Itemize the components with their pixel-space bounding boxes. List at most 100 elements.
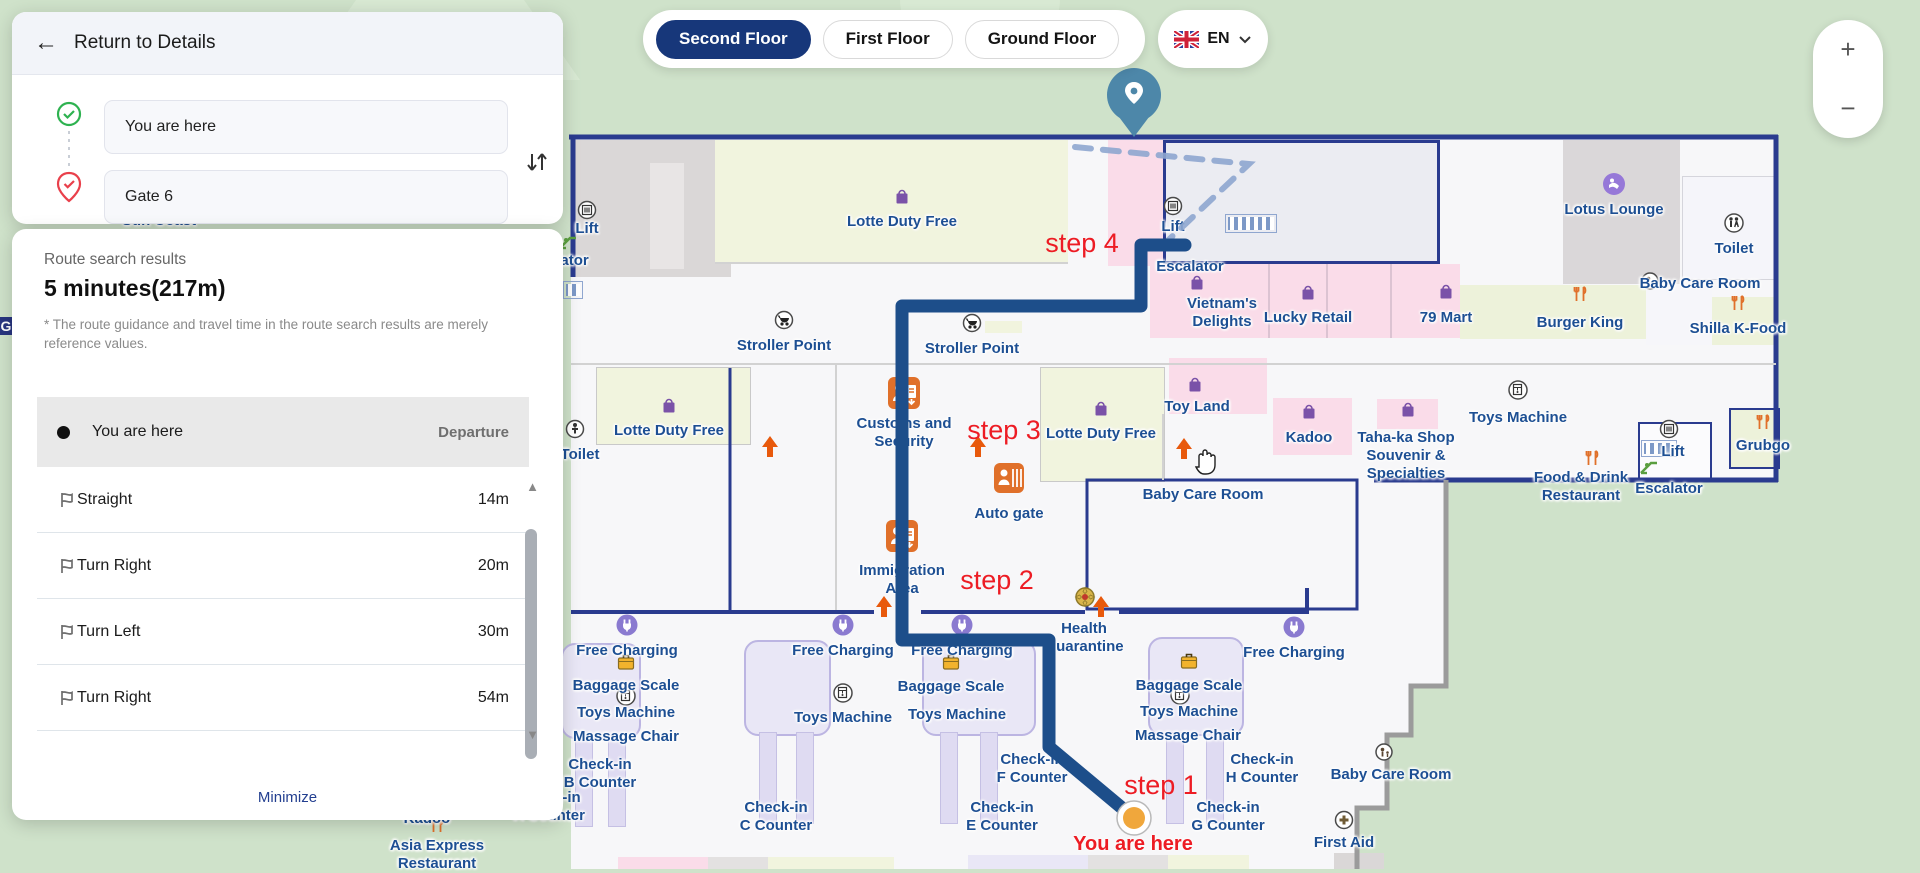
toys-machine-right[interactable]: Toys Machine bbox=[1139, 703, 1239, 720]
food-drink-restaurant[interactable]: Food & Drink Restaurant bbox=[1533, 469, 1629, 504]
lotus-lounge[interactable]: Lotus Lounge bbox=[1564, 201, 1664, 218]
zoom-in-button[interactable]: + bbox=[1840, 34, 1856, 64]
language-code: EN bbox=[1207, 30, 1230, 47]
free-charging-4[interactable]: Free Charging bbox=[1243, 644, 1345, 661]
free-charging-1[interactable]: Free Charging bbox=[576, 642, 678, 659]
toys-machine-m1[interactable]: Toys Machine bbox=[793, 709, 893, 726]
floor-tab-ground-floor[interactable]: Ground Floor bbox=[964, 19, 1120, 59]
baby-care-room-topright[interactable]: Baby Care Room bbox=[1639, 275, 1761, 292]
customs-and-security[interactable]: Customs and Security bbox=[856, 415, 952, 450]
route-results-panel: Route search results 5 minutes(217m) * T… bbox=[12, 229, 563, 820]
you-are-here-dot-icon bbox=[1123, 807, 1145, 829]
taha-ka-shop[interactable]: Taha-ka Shop Souvenir & Specialties bbox=[1357, 429, 1455, 482]
toys-machine-m2[interactable]: Toys Machine bbox=[907, 706, 1007, 723]
baggage-scale-left[interactable]: Baggage Scale bbox=[572, 677, 680, 694]
immigration-area[interactable]: Immigration Area bbox=[859, 562, 945, 597]
burger-king[interactable]: Burger King bbox=[1536, 314, 1624, 331]
baby-care-room-bottom[interactable]: Baby Care Room bbox=[1330, 766, 1452, 783]
lucky-retail[interactable]: Lucky Retail bbox=[1263, 309, 1353, 326]
check-in-e-counter[interactable]: Check-in E Counter bbox=[966, 799, 1038, 834]
lift-left-label[interactable]: Lift bbox=[575, 220, 599, 237]
back-arrow-icon[interactable]: ← bbox=[34, 29, 58, 56]
zoom-out-button[interactable]: − bbox=[1840, 93, 1856, 123]
baggage-scale-right[interactable]: Baggage Scale bbox=[1135, 677, 1243, 694]
language-selector[interactable]: EN bbox=[1158, 10, 1268, 68]
lift-mid-label[interactable]: Lift bbox=[1161, 218, 1185, 235]
baby-care-room-mid[interactable]: Baby Care Room bbox=[1142, 486, 1264, 503]
return-to-details[interactable]: Return to Details bbox=[74, 32, 216, 53]
immigration-area-icon bbox=[884, 518, 920, 554]
step-2: step 2 bbox=[960, 565, 1034, 595]
results-title: Route search results bbox=[44, 251, 187, 268]
check-in-g-counter[interactable]: Check-in G Counter bbox=[1191, 799, 1265, 834]
floor-tab-second-floor[interactable]: Second Floor bbox=[656, 19, 811, 59]
toy-land[interactable]: Toy Land bbox=[1164, 398, 1230, 415]
first-aid[interactable]: First Aid bbox=[1313, 834, 1375, 851]
taha-ka-shop-icon bbox=[1398, 399, 1419, 420]
route-search-panel: ← Return to Details You are here Gate 6 bbox=[12, 12, 563, 224]
health-quarantine[interactable]: Health Quarantine bbox=[1044, 620, 1124, 655]
departure-row[interactable]: You are here Departure bbox=[37, 397, 529, 467]
floor-selector: Second Floor First Floor Ground Floor bbox=[643, 10, 1145, 68]
seventy-nine-mart-icon bbox=[1436, 281, 1457, 302]
origin-destination-icons bbox=[56, 87, 84, 222]
lift-mid-icon bbox=[1163, 196, 1183, 216]
origin-value: You are here bbox=[125, 118, 217, 135]
free-charging-2[interactable]: Free Charging bbox=[792, 642, 894, 659]
route-summary: 5 minutes(217m) bbox=[44, 275, 226, 301]
toilet-right[interactable]: Toilet bbox=[1714, 240, 1754, 257]
escalator-mid-label[interactable]: Escalator bbox=[1156, 258, 1224, 275]
lift-right-label[interactable]: Lift bbox=[1661, 443, 1685, 460]
free-charging-3[interactable]: Free Charging bbox=[911, 642, 1013, 659]
stroller-point-left-icon bbox=[774, 310, 794, 330]
massage-chair-right[interactable]: Massage Chair bbox=[1135, 727, 1241, 744]
toys-machine-mid[interactable]: Toys Machine bbox=[1468, 409, 1568, 426]
lift-left-icon bbox=[577, 200, 597, 220]
origin-field[interactable]: You are here bbox=[104, 100, 508, 154]
shilla-k-food[interactable]: Shilla K-Food bbox=[1689, 320, 1787, 337]
check-in-f-counter[interactable]: Check-in F Counter bbox=[996, 751, 1068, 786]
check-in-h-counter[interactable]: Check-in H Counter bbox=[1225, 751, 1299, 786]
kadoo[interactable]: Kadoo bbox=[1285, 429, 1333, 446]
stroller-point-mid[interactable]: Stroller Point bbox=[924, 340, 1020, 357]
lotte-duty-free-top-icon bbox=[892, 186, 913, 207]
step-1: step 1 bbox=[1124, 770, 1198, 800]
scrollbar-thumb[interactable] bbox=[525, 529, 537, 759]
baggage-scale-mid[interactable]: Baggage Scale bbox=[897, 678, 1005, 695]
panel-header: ← Return to Details bbox=[12, 12, 563, 75]
destination-field[interactable]: Gate 6 bbox=[104, 170, 508, 224]
asia-express-restaurant[interactable]: Asia Express Restaurant bbox=[389, 837, 485, 872]
baggage-scale-right-icon bbox=[1179, 651, 1200, 671]
escalator-right-label[interactable]: Escalator bbox=[1635, 480, 1703, 497]
seventy-nine-mart[interactable]: 79 Mart bbox=[1419, 309, 1473, 326]
hand-cursor-icon bbox=[1194, 449, 1216, 475]
toilet-left[interactable]: Toilet bbox=[560, 446, 600, 463]
auto-gate[interactable]: Auto gate bbox=[974, 505, 1044, 522]
massage-chair-left[interactable]: Massage Chair bbox=[573, 728, 679, 745]
toys-machine-left[interactable]: Toys Machine bbox=[576, 704, 676, 721]
step-label: Straight bbox=[77, 490, 133, 508]
lotte-duty-free-midleft[interactable]: Lotte Duty Free bbox=[613, 422, 725, 439]
lotte-duty-free-midright[interactable]: Lotte Duty Free bbox=[1045, 425, 1157, 442]
minimize-button[interactable]: Minimize bbox=[257, 789, 318, 806]
kadoo-icon bbox=[1299, 401, 1320, 422]
check-in-c-counter[interactable]: Check-in C Counter bbox=[739, 799, 813, 834]
swap-origin-destination-button[interactable] bbox=[524, 148, 550, 181]
scroll-up-icon[interactable]: ▲ bbox=[526, 479, 539, 494]
grubgo[interactable]: Grubgo bbox=[1735, 437, 1791, 454]
free-charging-4-icon bbox=[1283, 616, 1306, 639]
destination-pin-icon bbox=[56, 171, 82, 203]
scroll-down-icon[interactable]: ▼ bbox=[526, 727, 539, 742]
zone-dutyfree-hall bbox=[1163, 140, 1440, 264]
floor-tab-first-floor[interactable]: First Floor bbox=[822, 19, 953, 59]
check-in-b-counter-partial[interactable]: Check-in B Counter bbox=[563, 756, 637, 791]
stroller-point-left[interactable]: Stroller Point bbox=[736, 337, 832, 354]
vietnams-delights[interactable]: Vietnam's Delights bbox=[1187, 295, 1257, 330]
free-charging-1-icon bbox=[616, 614, 639, 637]
lotte-duty-free-top[interactable]: Lotte Duty Free bbox=[846, 213, 958, 230]
